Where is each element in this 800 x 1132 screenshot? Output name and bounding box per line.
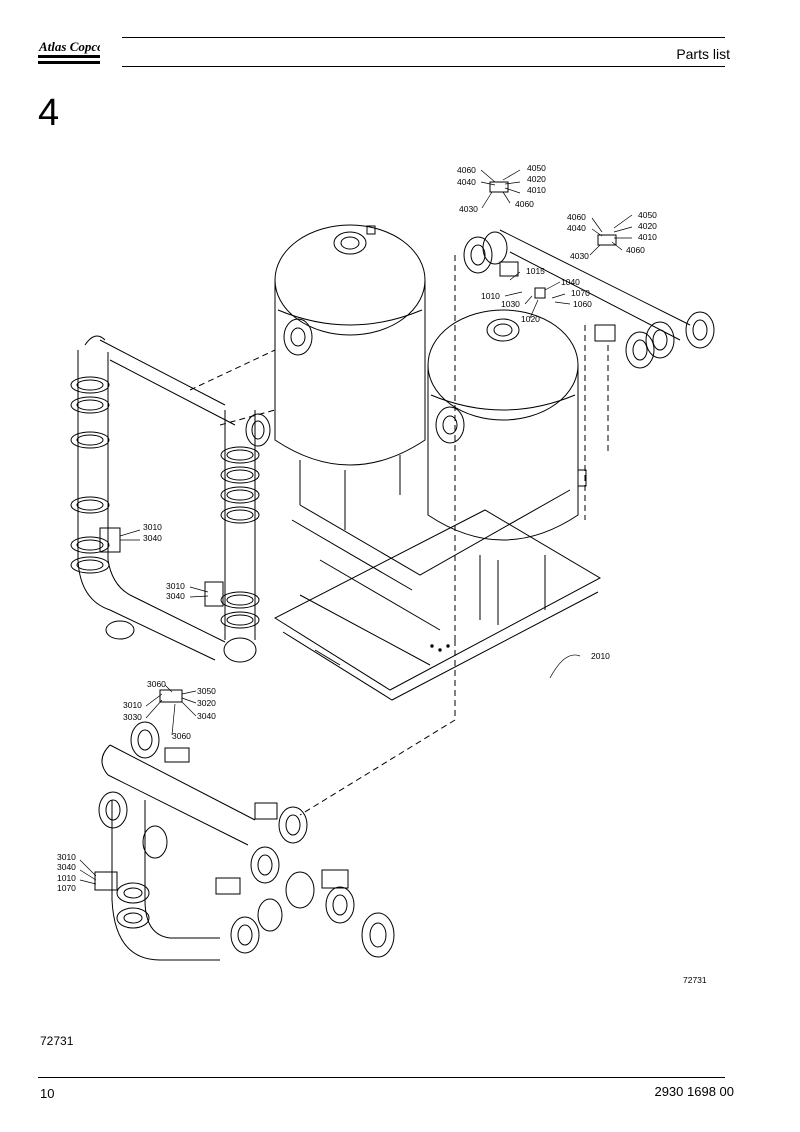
footer-rule xyxy=(38,1077,725,1078)
callout-3060-bottom: 3060 xyxy=(172,731,191,741)
callout-1010-bottom: 1010 xyxy=(57,873,76,883)
callout-1060: 1060 xyxy=(573,299,592,309)
callout-4060-upper-left-lower: 4060 xyxy=(515,199,534,209)
leader-lines xyxy=(79,169,633,885)
callout-4030-upper-right: 4030 xyxy=(570,251,589,261)
callout-3050: 3050 xyxy=(197,686,216,696)
callout-4010-upper-right: 4010 xyxy=(638,232,657,242)
exploded-view-drawing: 4060 4040 4050 4020 4010 4030 4060 4060 … xyxy=(0,150,800,1010)
callout-4020-upper-right: 4020 xyxy=(638,221,657,231)
callout-4010-upper-left: 4010 xyxy=(527,185,546,195)
callout-1040: 1040 xyxy=(561,277,580,287)
callout-labels: 4060 4040 4050 4020 4010 4030 4060 4060 … xyxy=(57,163,707,985)
callout-3040-left-loop: 3040 xyxy=(143,533,162,543)
dashed-connection-lines xyxy=(189,255,609,816)
page-title: Parts list xyxy=(676,46,730,62)
vessel-right xyxy=(427,309,587,625)
callout-3040-bottom: 3040 xyxy=(57,862,76,872)
callout-3040-right-loop: 3040 xyxy=(166,591,185,601)
callout-4060-upper-right-lower: 4060 xyxy=(626,245,645,255)
callout-4060-upper-right: 4060 xyxy=(567,212,586,222)
callout-1010: 1010 xyxy=(481,291,500,301)
callout-1020: 1020 xyxy=(521,314,540,324)
vessel-left xyxy=(274,224,426,530)
section-number: 4 xyxy=(38,92,60,134)
callout-3040-lower: 3040 xyxy=(197,711,216,721)
callout-2010: 2010 xyxy=(591,651,610,661)
base-frame xyxy=(273,489,602,701)
callout-3010-lower: 3010 xyxy=(123,700,142,710)
callout-4040-upper-right: 4040 xyxy=(567,223,586,233)
callout-1030: 1030 xyxy=(501,299,520,309)
svg-text:Atlas Copco: Atlas Copco xyxy=(38,39,100,54)
callout-3010-right-loop: 3010 xyxy=(166,581,185,591)
callout-4050-upper-left: 4050 xyxy=(527,163,546,173)
callout-3010-bottom: 3010 xyxy=(57,852,76,862)
page-number: 10 xyxy=(40,1086,55,1101)
callout-4050-upper-right: 4050 xyxy=(638,210,657,220)
callout-1070: 1070 xyxy=(571,288,590,298)
callout-3010-left-loop: 3010 xyxy=(143,522,162,532)
lower-pipe-assembly xyxy=(94,689,395,961)
callout-3030: 3030 xyxy=(123,712,142,722)
callout-4060-upper-left: 4060 xyxy=(457,165,476,175)
callout-3020: 3020 xyxy=(197,698,216,708)
callout-1015: 1015 xyxy=(526,266,545,276)
callout-4030-upper-left: 4030 xyxy=(459,204,478,214)
header-top-rule xyxy=(122,37,725,38)
header-bottom-rule xyxy=(122,66,725,67)
document-number: 2930 1698 00 xyxy=(654,1084,734,1099)
callout-4020-upper-left: 4020 xyxy=(527,174,546,184)
figure-caption: 72731 xyxy=(40,1034,74,1048)
figure-id: 72731 xyxy=(683,975,707,985)
brand-logo: Atlas Copco xyxy=(38,36,104,68)
callout-4040-upper-left: 4040 xyxy=(457,177,476,187)
callout-3060-top: 3060 xyxy=(147,679,166,689)
callout-1070-bottom: 1070 xyxy=(57,883,76,893)
left-loop-flanges xyxy=(70,376,260,640)
left-pipe-loop xyxy=(77,335,271,663)
upper-right-pipe xyxy=(463,181,715,369)
